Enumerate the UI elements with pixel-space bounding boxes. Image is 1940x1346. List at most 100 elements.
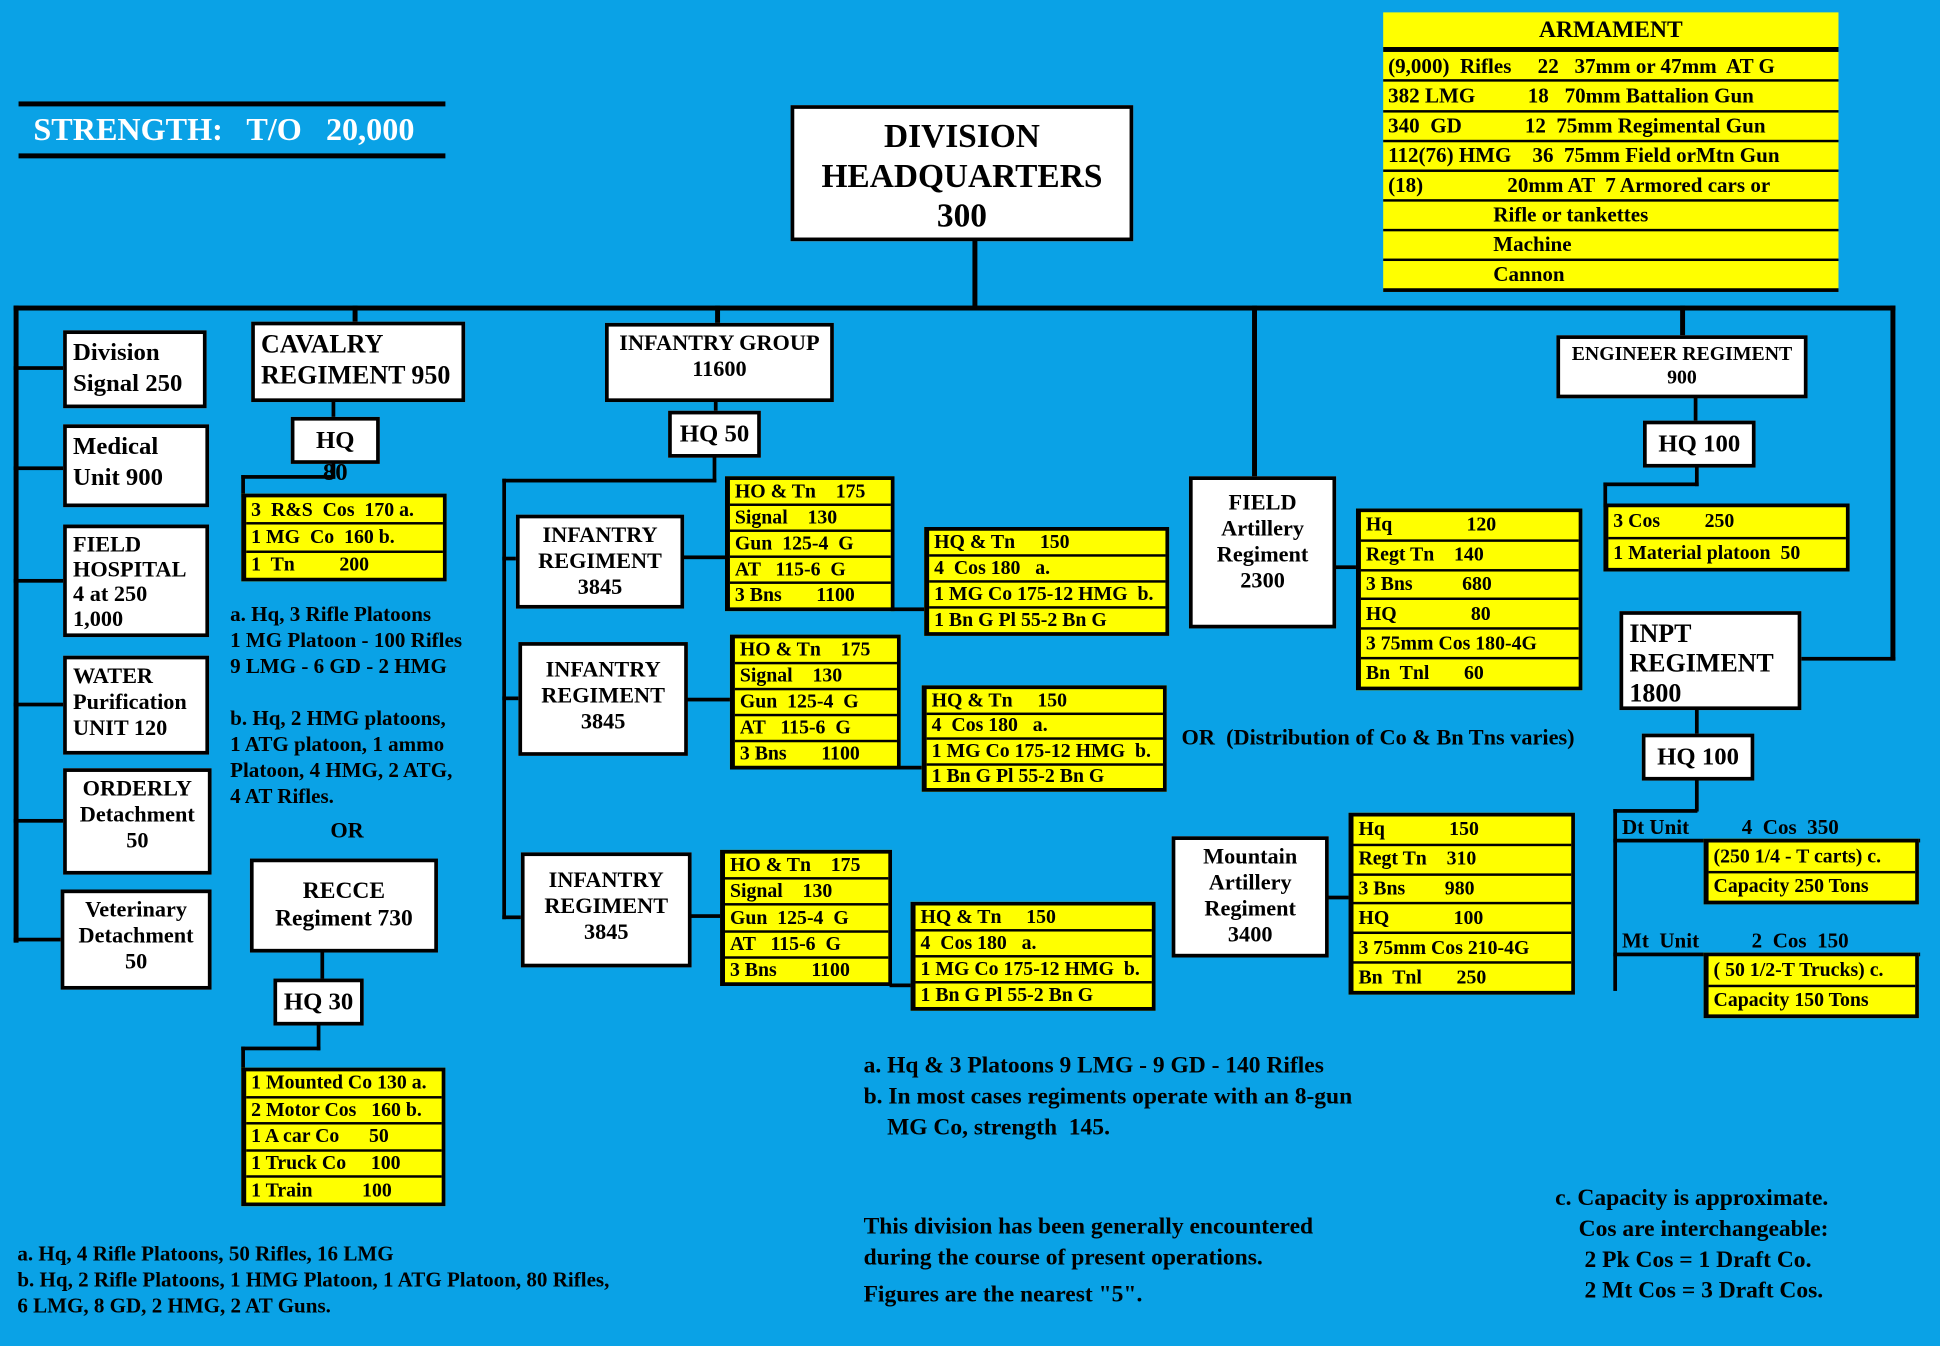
connector-line <box>689 914 724 918</box>
connector-line <box>1252 305 1257 479</box>
connector-line <box>1694 466 1699 487</box>
table-row: Gun 125-4 G <box>734 690 897 717</box>
connector-line <box>1603 482 1608 508</box>
connector-line <box>241 475 245 498</box>
table-row: 1 MG Co 175-12 HMG b. <box>929 583 1166 609</box>
connector-line <box>1694 779 1699 812</box>
table-row: Signal 130 <box>724 880 889 907</box>
armament-row: 112(76) HMG 36 75mm Field orMtn Gun <box>1383 142 1839 172</box>
table-row: HQ & Tn 150 <box>926 689 1163 715</box>
connector-line <box>890 607 928 612</box>
connector-line <box>898 765 926 770</box>
connector-line <box>502 556 520 561</box>
connector-line <box>502 478 717 483</box>
table-row: 4 Cos 180 a. <box>915 932 1152 958</box>
table-row: 1 Train 100 <box>251 1179 392 1201</box>
armament-row: 382 LMG 18 70mm Battalion Gun <box>1383 82 1839 113</box>
table-row: (250 1/4 - T carts) c. <box>1708 842 1916 873</box>
connector-line <box>241 1046 245 1072</box>
or-label: OR <box>330 817 364 843</box>
figures-note: Figures are the nearest "5". <box>863 1281 1143 1308</box>
table-row: ( 50 1/2-T Trucks) c. <box>1708 956 1916 987</box>
table-row: Capacity 150 Tons <box>1713 989 1869 1012</box>
connector-line <box>502 696 523 701</box>
table-row: Bn Tnl 250 <box>1358 966 1487 988</box>
cavalry-regiment: CAVALRY REGIMENT 950 <box>251 321 466 403</box>
table-row: HQ 80 <box>1360 601 1579 631</box>
connector-line <box>13 466 66 471</box>
dt-unit-label: Dt Unit 4 Cos 350 <box>1621 815 1839 839</box>
connector-line <box>352 305 358 325</box>
armament-row: 340 GD 12 75mm Regimental Gun <box>1383 112 1839 142</box>
connector-line <box>13 702 66 707</box>
table-row: 1 MG Co 175-12 HMG b. <box>926 740 1163 766</box>
table-row: 1 A car Co 50 <box>246 1125 442 1152</box>
table-row: 1 Bn G Pl 55-2 Bn G <box>931 766 1105 788</box>
mt-unit-table: ( 50 1/2-T Trucks) c.Capacity 150 Tons <box>1703 952 1919 1019</box>
table-row: Gun 125-4 G <box>724 906 889 933</box>
connector-line <box>686 697 734 702</box>
connector-line <box>1334 565 1360 570</box>
table-row: Bn Tnl 60 <box>1365 662 1484 684</box>
table-row: 3 Bns 1100 <box>729 959 850 981</box>
armament-table: ARMAMENT (9,000) Rifles 22 37mm or 47mm … <box>1383 12 1839 292</box>
capacity-note: c. Capacity is approximate. Cos are inte… <box>1555 1185 1829 1304</box>
connector-line <box>241 1046 321 1051</box>
table-row: 1 Bn G Pl 55-2 Bn G <box>920 984 1094 1006</box>
division-signal: Division Signal 250 <box>63 330 207 409</box>
connector-line <box>1680 305 1686 338</box>
table-row: HO & Tn 175 <box>729 480 891 506</box>
table-row: 1 MG Co 160 b. <box>246 525 443 553</box>
water-purification-unit: WATER Purification UNIT 120 <box>63 655 210 755</box>
table-row: 2 Motor Cos 160 b. <box>246 1098 442 1125</box>
connector-line <box>502 915 525 920</box>
inpt-regiment: INPT REGIMENT 1800 <box>1619 611 1802 711</box>
infantry-regiment-3: INFANTRY REGIMENT 3845 <box>520 852 692 968</box>
connector-line <box>1693 397 1698 424</box>
connector-line <box>13 818 66 823</box>
mountain-artillery-regiment: Mountain Artillery Regiment 3400 <box>1171 836 1329 958</box>
dt-unit-table: (250 1/4 - T carts) c.Capacity 250 Tons <box>1703 838 1919 905</box>
table-row: HO & Tn 175 <box>734 638 897 665</box>
connector-line <box>712 456 717 483</box>
table-row: Signal 130 <box>729 506 891 532</box>
connector-line <box>1603 482 1699 487</box>
veterinary-detachment: Veterinary Detachment 50 <box>60 889 212 990</box>
connector-line <box>320 951 325 982</box>
table-row: 3 75mm Cos 210-4G <box>1353 934 1572 964</box>
table-row: AT 115-6 G <box>734 716 897 743</box>
connector-line <box>316 1024 321 1051</box>
armament-title: ARMAMENT <box>1383 12 1839 53</box>
table-row: 1 MG Co 175-12 HMG b. <box>915 958 1152 984</box>
table-row: 1 Tn 200 <box>251 554 370 576</box>
table-row: Hq 120 <box>1360 512 1579 542</box>
table-row: 3 Bns 980 <box>1353 875 1572 905</box>
table-row: Regt Tn 140 <box>1360 542 1579 572</box>
table-row: 3 75mm Cos 180-4G <box>1360 630 1579 660</box>
connector-line <box>1613 809 1698 813</box>
connector-line <box>682 555 729 560</box>
connector-line <box>889 983 915 988</box>
distribution-note: OR (Distribution of Co & Bn Tns varies) <box>1181 724 1575 750</box>
table-row: 3 Bns 680 <box>1360 571 1579 601</box>
inpt-hq: HQ 100 <box>1641 733 1755 781</box>
table-row: 1 Truck Co 100 <box>246 1151 442 1179</box>
table-row: HQ & Tn 150 <box>915 906 1152 932</box>
division-note: This division has been generally encount… <box>863 1213 1314 1271</box>
connector-line <box>18 153 446 159</box>
table-row: HO & Tn 175 <box>724 854 889 880</box>
connector-line <box>1327 895 1353 900</box>
table-row: Hq 150 <box>1353 816 1572 846</box>
connector-line <box>1613 809 1618 991</box>
division-headquarters: DIVISION HEADQUARTERS 300 <box>790 105 1134 242</box>
armament-row: Cannon <box>1388 262 1565 287</box>
connector-line <box>18 101 446 107</box>
connector-line <box>713 400 718 414</box>
